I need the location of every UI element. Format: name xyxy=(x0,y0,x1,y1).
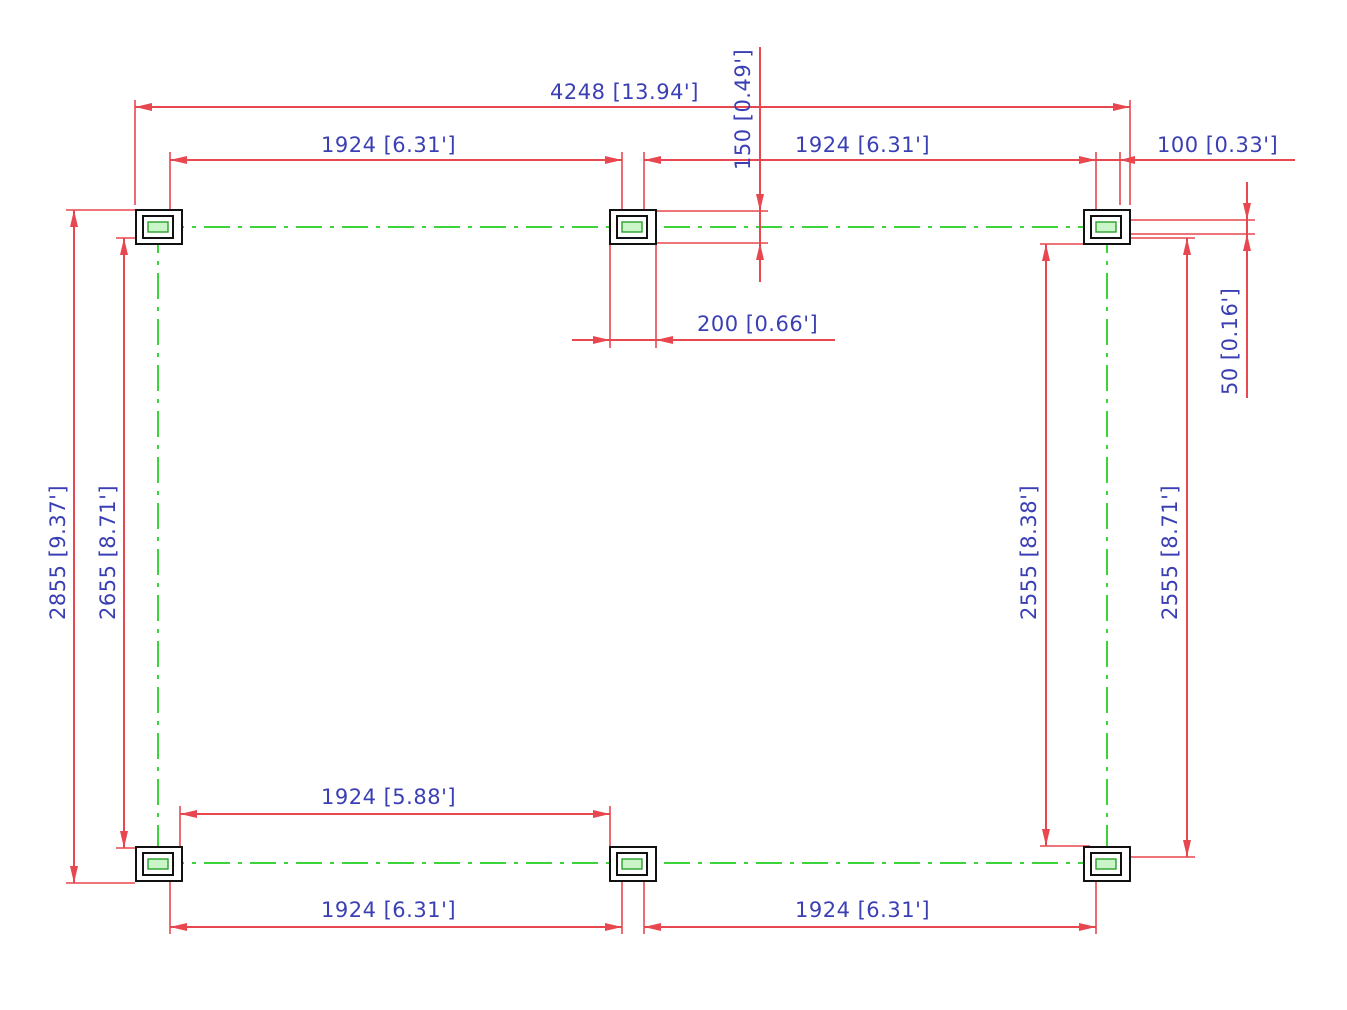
arrowhead xyxy=(605,156,622,164)
footing-bottom-left xyxy=(135,846,183,882)
label-bottom-right-span: 1924 [6.31'] xyxy=(795,898,930,922)
arrowhead xyxy=(644,923,661,931)
label-overall-width: 4248 [13.94'] xyxy=(550,80,699,104)
arrowhead xyxy=(1243,203,1251,220)
arrowhead xyxy=(135,103,152,111)
arrowhead xyxy=(70,210,78,227)
arrowhead xyxy=(1113,103,1130,111)
arrowhead xyxy=(756,194,764,211)
arrowhead xyxy=(593,810,610,818)
arrowhead xyxy=(1079,156,1096,164)
extension-lines xyxy=(66,100,1255,934)
label-footing-width: 200 [0.66'] xyxy=(697,312,818,336)
arrowhead xyxy=(1183,840,1191,857)
footings xyxy=(135,209,1131,882)
arrowhead xyxy=(170,156,187,164)
label-top-left-span: 1924 [6.31'] xyxy=(321,133,456,157)
arrowhead xyxy=(756,243,764,260)
arrowhead xyxy=(1042,829,1050,846)
arrowhead xyxy=(170,923,187,931)
footing-top-right xyxy=(1083,209,1131,245)
arrowhead xyxy=(1079,923,1096,931)
label-overall-height-left: 2855 [9.37'] xyxy=(46,485,70,620)
dimension-lines xyxy=(70,47,1295,931)
grid-lines xyxy=(157,226,1108,864)
arrowhead xyxy=(1183,238,1191,255)
label-top-offset-vertical: 150 [0.49'] xyxy=(731,49,755,170)
label-bottom-inner-span: 1924 [5.88'] xyxy=(321,785,456,809)
arrowhead xyxy=(120,238,128,255)
arrowhead xyxy=(656,336,673,344)
arrowhead xyxy=(180,810,197,818)
label-outer-height-right: 2555 [8.71'] xyxy=(1158,485,1182,620)
dimension-labels: 4248 [13.94'] 1924 [6.31'] 1924 [6.31'] … xyxy=(46,49,1278,922)
arrowhead xyxy=(605,923,622,931)
arrowhead xyxy=(644,156,661,164)
label-bottom-left-span: 1924 [6.31'] xyxy=(321,898,456,922)
arrowhead xyxy=(593,336,610,344)
label-grid-height-left: 2655 [8.71'] xyxy=(96,485,120,620)
footing-bottom-middle xyxy=(609,846,657,882)
footing-bottom-right xyxy=(1083,846,1131,882)
arrowhead xyxy=(70,866,78,883)
arrowhead xyxy=(120,831,128,848)
label-inner-height-right: 2555 [8.38'] xyxy=(1017,485,1041,620)
arrowhead xyxy=(1243,234,1251,251)
arrowhead xyxy=(1042,244,1050,261)
footing-top-middle xyxy=(609,209,657,245)
label-edge-offset: 100 [0.33'] xyxy=(1157,133,1278,157)
label-top-right-span: 1924 [6.31'] xyxy=(795,133,930,157)
arrowhead xyxy=(1120,156,1135,164)
label-footing-half-height: 50 [0.16'] xyxy=(1218,288,1242,395)
footing-top-left xyxy=(135,209,183,245)
